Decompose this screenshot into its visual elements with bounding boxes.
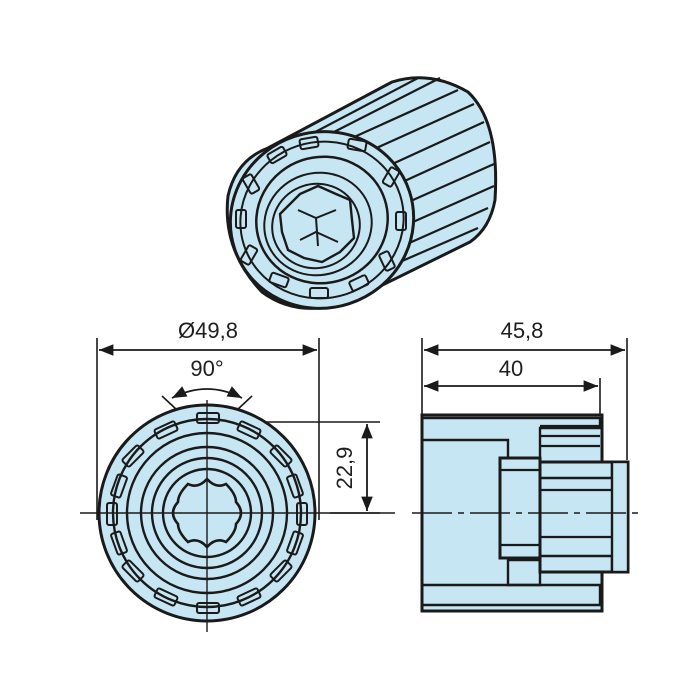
overall-length-label: 45,8: [501, 318, 544, 343]
side-view: [412, 338, 638, 613]
angle-label: 90°: [190, 356, 223, 381]
offset-label: 22,9: [332, 447, 357, 490]
body-length-label: 40: [499, 356, 523, 381]
front-view: [80, 338, 395, 632]
isometric-view: [225, 76, 498, 310]
diameter-label: Ø49,8: [178, 318, 238, 343]
